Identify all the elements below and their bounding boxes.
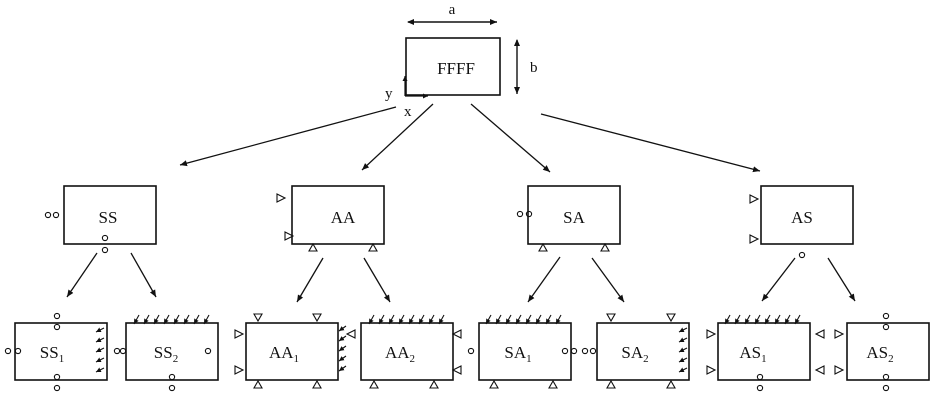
hinge-support-icon [44,211,109,254]
node-SS1: SS1 [4,312,121,392]
root-node: FFFF [405,37,501,96]
distributed-load-icon [368,314,445,325]
roller-support-icon [369,329,462,389]
node-SS-label: SS [99,208,118,227]
axis-x-label: x [404,104,412,120]
root-label: FFFF [437,59,475,78]
axes: y x [385,76,428,120]
dimension-b-label: b [530,60,538,76]
support-symbols-icon [834,312,890,392]
node-SA1-label: SA1 [504,343,531,365]
distributed-load-icon [678,327,688,373]
dimension-b: b [514,39,538,94]
distributed-load-icon [95,327,105,373]
support-symbols-icon [749,194,806,259]
support-symbols-icon [467,347,578,389]
hinge-support-icon [119,347,212,392]
node-AS1-label: AS1 [739,343,766,365]
node-AS: AS [749,185,854,259]
node-AA1-label: AA1 [269,343,299,365]
distributed-load-icon [724,314,801,325]
distributed-load-icon [485,314,562,325]
node-SA2: SA2 [581,313,690,389]
node-AA2-label: AA2 [385,343,415,365]
node-SS: SS [44,185,157,254]
support-symbols-icon [581,313,676,389]
node-SA2-label: SA2 [621,343,648,365]
dimension-a: a [407,2,497,25]
distributed-load-icon [338,325,347,372]
node-AS1: AS1 [706,314,825,392]
connectors-level1 [179,103,761,173]
connectors-level2 [66,252,856,303]
node-SS1-label: SS1 [40,343,64,365]
node-AA1: AA1 [234,313,356,389]
axis-y-label: y [385,86,393,102]
node-AA2: AA2 [360,314,462,389]
hinge-support-icon [4,312,121,392]
dimension-a-label: a [449,2,456,18]
node-SA-label: SA [563,208,585,227]
node-AS2: AS2 [834,312,930,392]
node-SA1: SA1 [467,314,578,389]
roller-support-icon [234,313,356,389]
node-AS2-label: AS2 [866,343,893,365]
node-SS2: SS2 [119,314,219,392]
roller-support-icon [276,193,378,252]
support-symbols-icon [516,210,610,252]
node-AS-label: AS [791,208,813,227]
node-AA: AA [276,185,385,252]
node-AA-label: AA [331,208,356,227]
node-SS2-label: SS2 [154,343,178,365]
support-symbols-icon [706,329,825,392]
node-SA: SA [516,185,621,252]
distributed-load-icon [133,314,210,325]
